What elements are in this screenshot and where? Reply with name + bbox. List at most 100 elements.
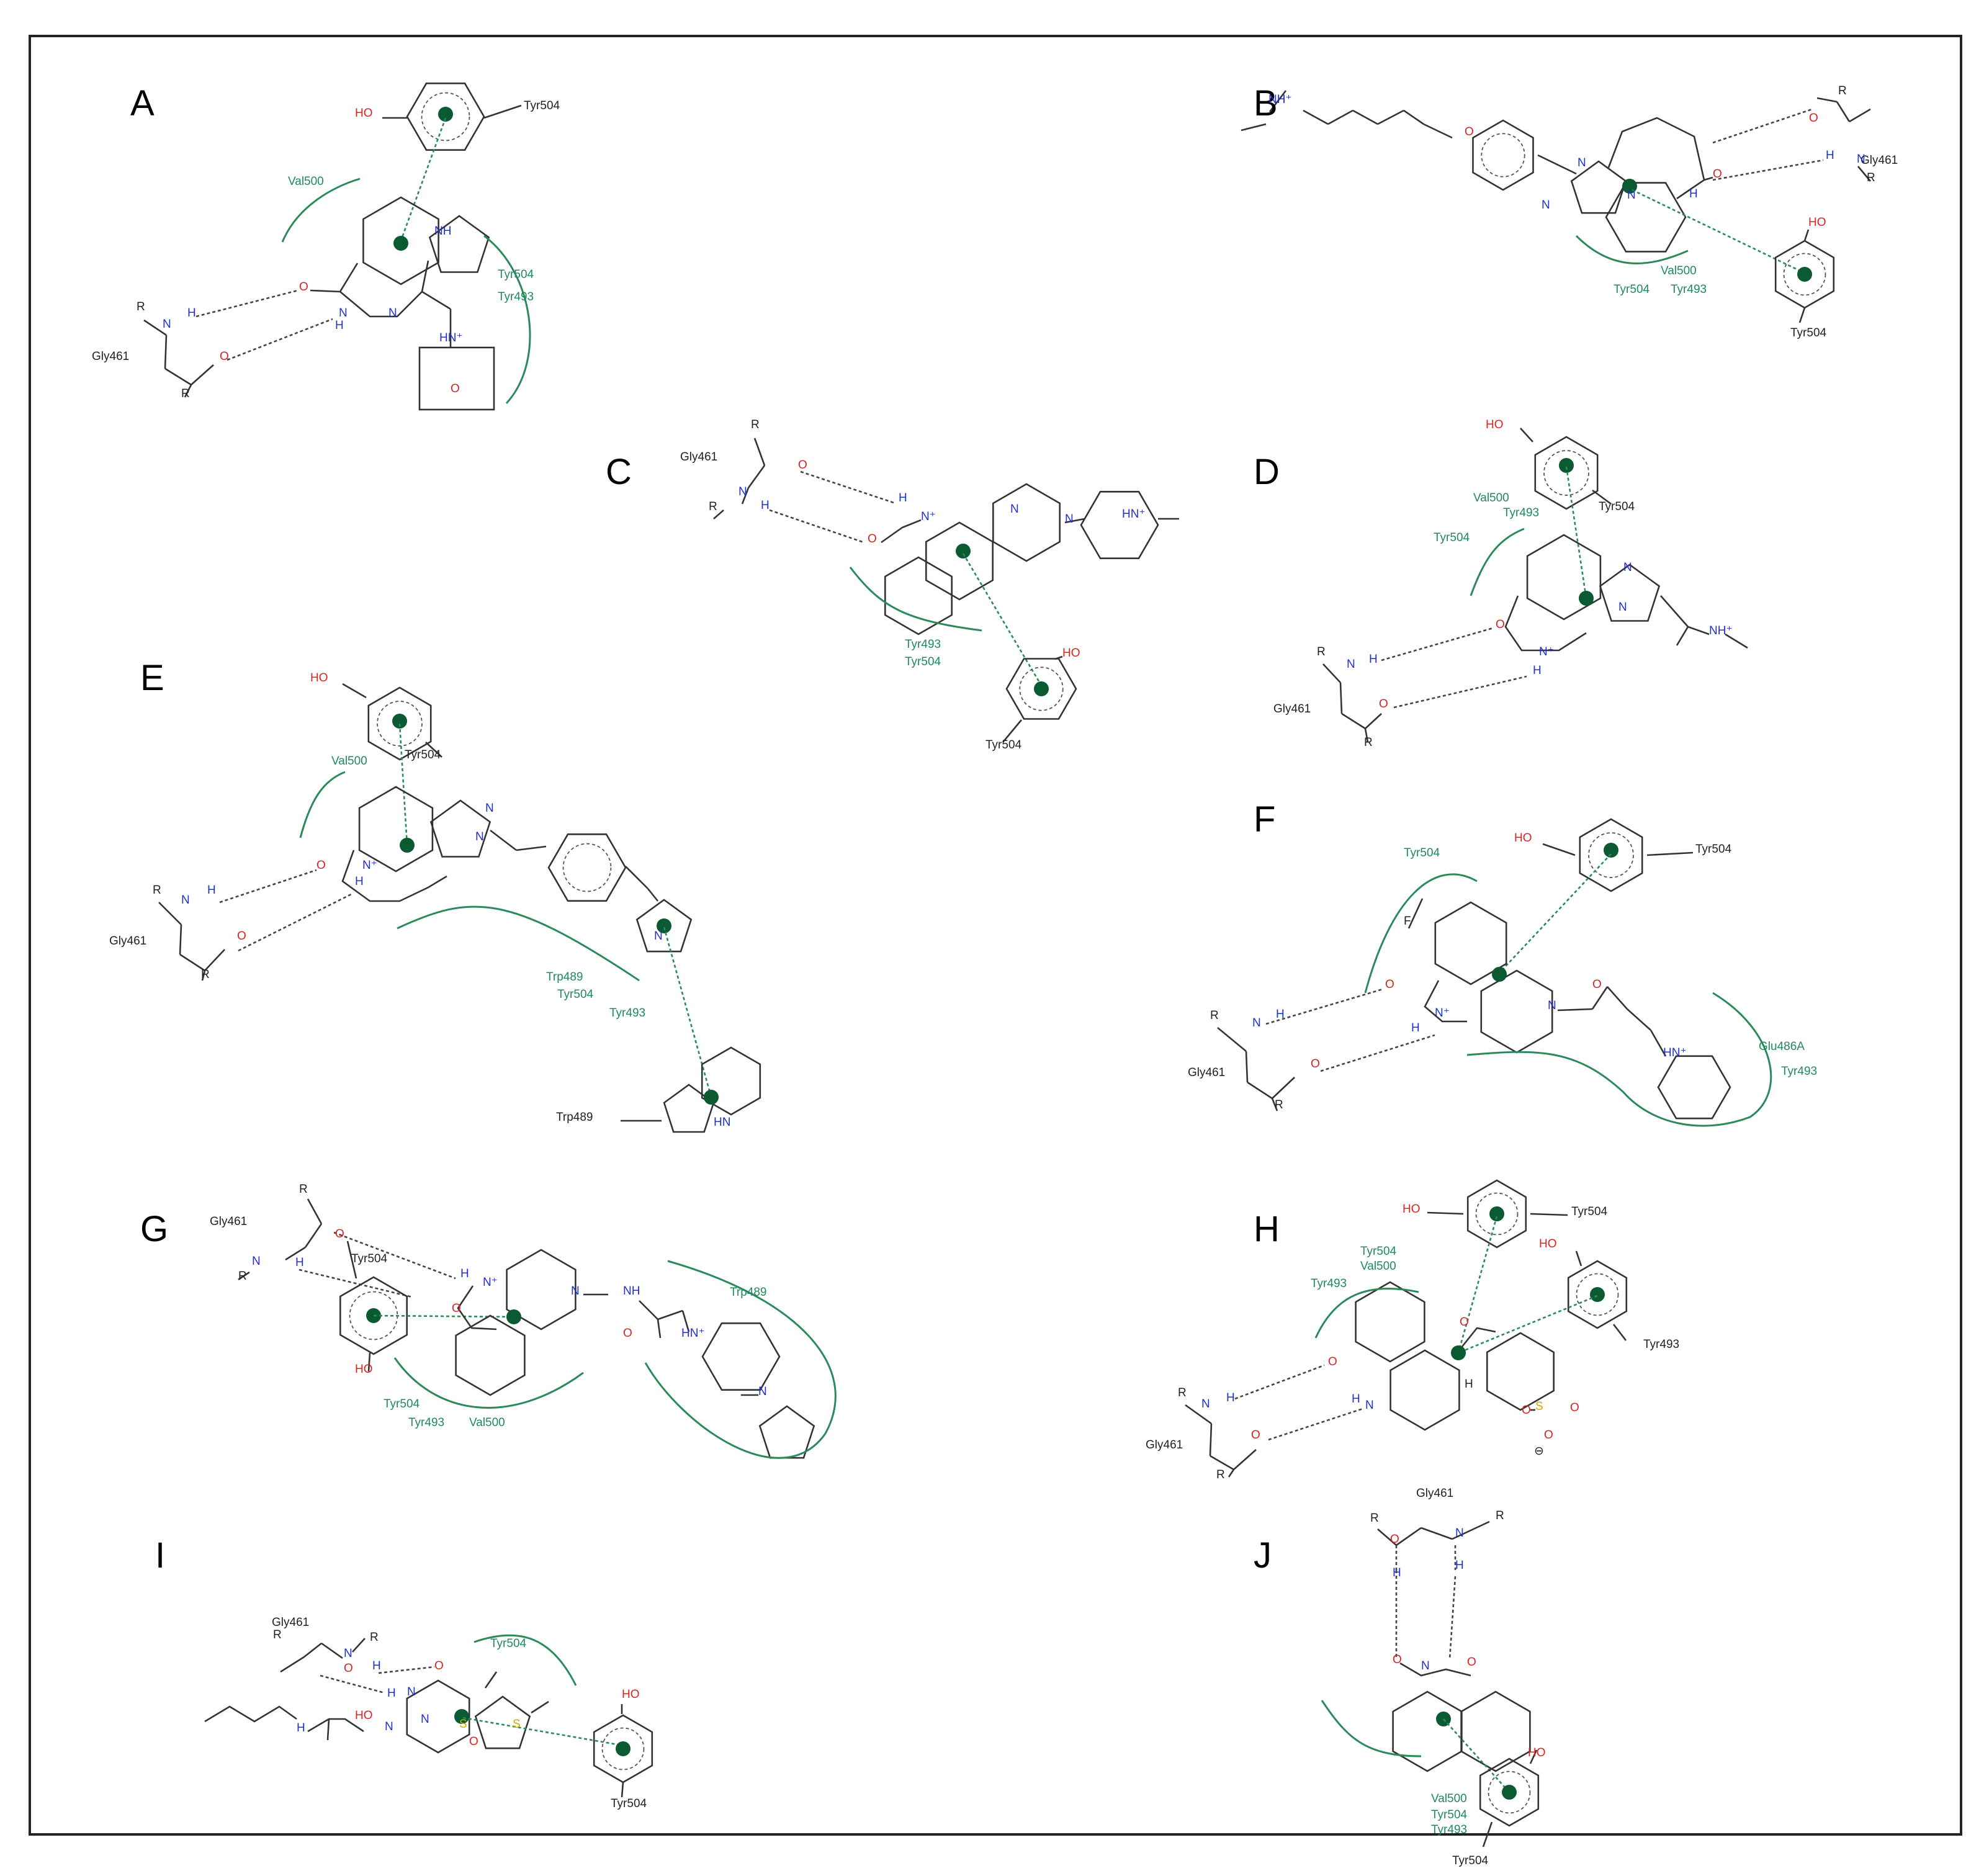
atom-or-residue-label: R (153, 884, 161, 897)
bond (1377, 1528, 1397, 1546)
atom-or-residue-label: N⁺ (1539, 645, 1554, 658)
ring (701, 1322, 781, 1391)
atom-or-residue-label: S (459, 1718, 467, 1731)
bond (1504, 595, 1587, 652)
five-ring (429, 799, 492, 858)
atom-or-residue-label: HO (310, 671, 328, 684)
atom-or-residue-label: Tyr504 (985, 738, 1022, 752)
bond (1592, 489, 1612, 505)
atom-or-residue-label: O (623, 1327, 632, 1340)
atom-or-residue-label: O (316, 859, 326, 872)
atom-or-residue-label: Tyr504 (405, 748, 441, 761)
bond (1687, 626, 1710, 635)
bond (1241, 123, 1267, 132)
bond (398, 723, 408, 846)
atom-or-residue-label: O (1251, 1429, 1260, 1442)
atom-or-residue-label: HO (1528, 1746, 1546, 1759)
bond (341, 850, 447, 902)
pi-centroid (1492, 967, 1507, 982)
atom-or-residue-label: Tyr493 (1431, 1823, 1467, 1836)
aromatic-ring-inner (1475, 1192, 1519, 1236)
atom-or-residue-label: O (1328, 1355, 1337, 1368)
atom-or-residue-label: N (1365, 1399, 1374, 1412)
atom-or-residue-label: S (1535, 1400, 1543, 1413)
hydrophobic-contact-arc (474, 1634, 577, 1686)
panel-letter: H (1254, 1209, 1280, 1249)
atom-or-residue-label: R (201, 968, 210, 981)
atom-or-residue-label: Val500 (1360, 1260, 1396, 1273)
bond (339, 260, 429, 318)
bond (516, 845, 547, 851)
atom-or-residue-label: HO (355, 1709, 373, 1722)
atom-or-residue-label: H (1465, 1378, 1473, 1391)
bond (1228, 1469, 1235, 1478)
atom-or-residue-label: H (1455, 1559, 1464, 1572)
bond (753, 438, 766, 466)
bond (1650, 1030, 1667, 1057)
aromatic-ring-inner (1543, 450, 1589, 496)
atom-or-residue-label: Trp489 (546, 971, 583, 984)
bond (204, 949, 225, 971)
ring (992, 483, 1061, 562)
atom-or-residue-label: H (899, 491, 907, 505)
atom-or-residue-label: HO (1539, 1237, 1557, 1250)
atom-or-residue-label: N (388, 307, 397, 320)
bond (378, 1666, 435, 1674)
atom-or-residue-label: Tyr504 (557, 988, 594, 1001)
bond (304, 1223, 323, 1248)
bond (1452, 1520, 1490, 1540)
ring (1389, 1349, 1460, 1431)
atom-or-residue-label: Tyr504 (1434, 531, 1470, 544)
atom-or-residue-label: O (1592, 978, 1602, 991)
atom-or-residue-label: O (237, 930, 246, 943)
atom-or-residue-label: Tyr504 (1404, 846, 1440, 859)
bond (201, 970, 206, 981)
atom-or-residue-label: N (475, 830, 484, 843)
atom-or-residue-label: Tyr493 (408, 1416, 444, 1429)
atom-or-residue-label: N⁺ (1435, 1007, 1450, 1020)
atom-or-residue-label: Tyr504 (490, 1637, 527, 1650)
bond (219, 869, 317, 904)
bond (647, 888, 659, 902)
pi-centroid (704, 1090, 719, 1105)
atom-or-residue-label: HN (714, 1116, 730, 1129)
bond (310, 289, 341, 293)
bond (1268, 90, 1287, 112)
atom-or-residue-label: Gly461 (1188, 1066, 1225, 1079)
bond (747, 465, 766, 488)
atom-or-residue-label: HO (1486, 418, 1504, 431)
pi-centroid (1451, 1345, 1466, 1360)
hydrophobic-contact-arc (1314, 1287, 1419, 1339)
atom-or-residue-label: Gly461 (1416, 1487, 1453, 1500)
bond (1303, 109, 1329, 125)
panel-letter: J (1254, 1535, 1272, 1576)
atom-or-residue-label: N (1252, 1017, 1261, 1030)
atom-or-residue-label: H (372, 1659, 381, 1672)
atom-or-residue-label: N (1201, 1398, 1210, 1411)
bond (303, 1642, 322, 1658)
bond (321, 1642, 343, 1659)
atom-or-residue-label: Gly461 (1861, 154, 1898, 167)
bond (1703, 176, 1713, 181)
ring (1355, 1281, 1425, 1363)
atom-or-residue-label: O (1465, 125, 1474, 138)
bond (1857, 166, 1871, 182)
atom-or-residue-label: O (1379, 698, 1388, 711)
atom-or-residue-label: Glu486A (1759, 1040, 1805, 1053)
bond (1210, 1455, 1234, 1471)
aromatic-ring (367, 686, 432, 761)
atom-or-residue-label: Tyr504 (611, 1797, 647, 1810)
pi-centroid (400, 838, 415, 853)
aromatic-ring-inner (1488, 1771, 1531, 1814)
atom-or-residue-label: N⁺ (362, 859, 377, 872)
atom-or-residue-label: Gly461 (272, 1616, 309, 1629)
pi-centroid (1489, 1206, 1504, 1221)
bond (191, 364, 214, 385)
atom-or-residue-label: R (1210, 1009, 1219, 1022)
bond (1364, 728, 1369, 743)
panel-letter: G (140, 1209, 168, 1249)
